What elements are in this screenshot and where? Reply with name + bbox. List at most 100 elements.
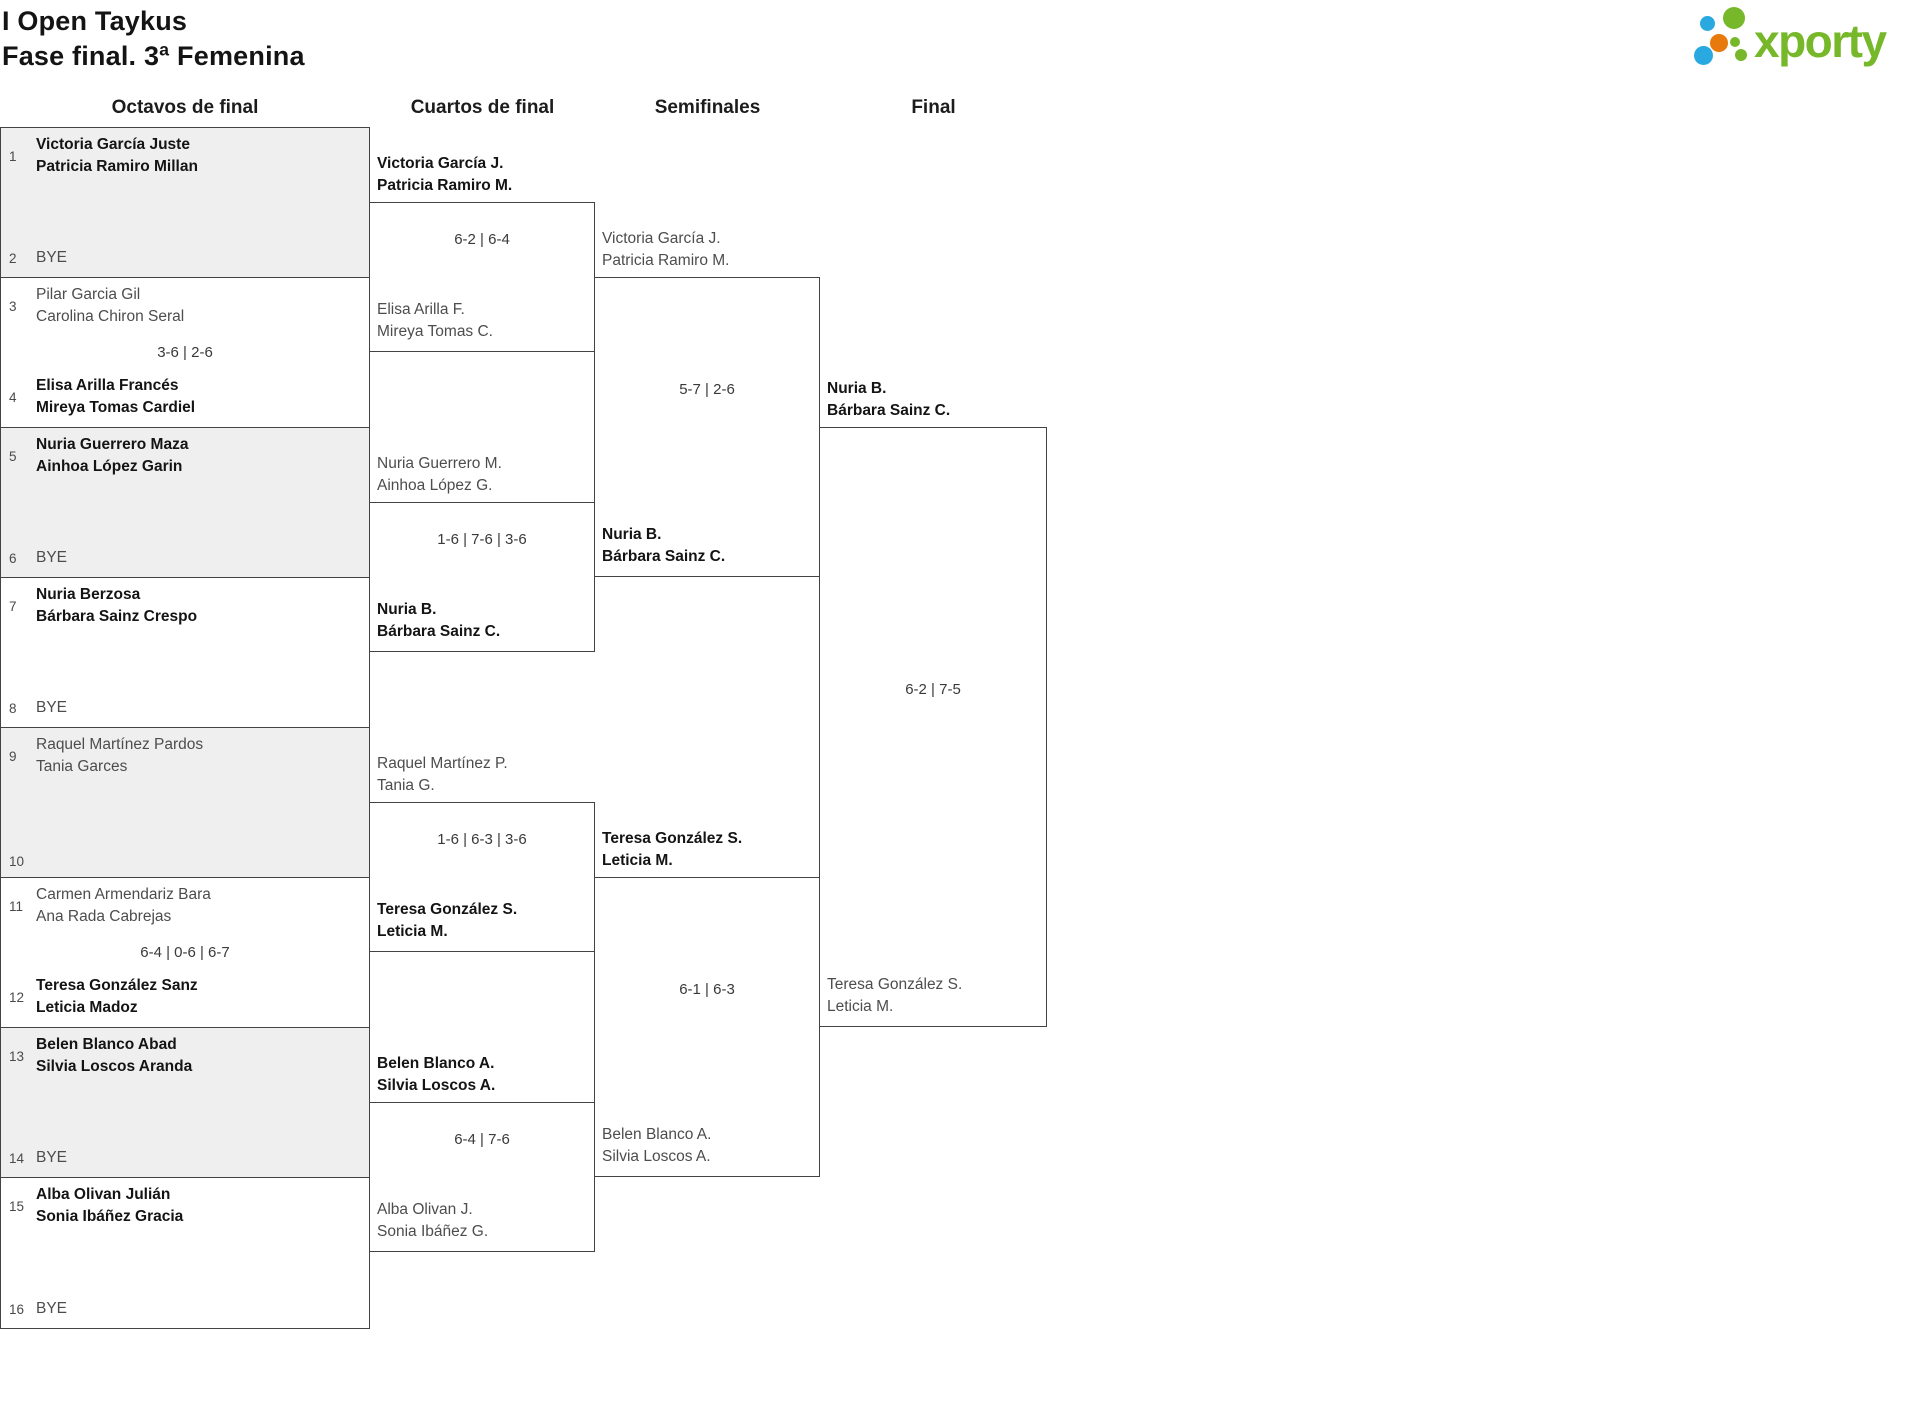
match-score: 6-1 | 6-3 <box>679 981 735 998</box>
seed-number: 3 <box>9 298 17 314</box>
seed-number: 7 <box>9 598 17 614</box>
bracket-slot-13: 13 Belen Blanco Abad Silvia Loscos Arand… <box>9 1034 365 1078</box>
seed-number: 10 <box>9 854 25 869</box>
r16-match-7: 13 Belen Blanco Abad Silvia Loscos Arand… <box>1 1028 369 1178</box>
bracket-slot-7: 7 Nuria Berzosa Bárbara Sainz Crespo <box>9 584 365 628</box>
match-score: 1-6 | 6-3 | 3-6 <box>437 831 527 848</box>
round-header-final: Final <box>911 97 956 118</box>
seed-number: 11 <box>9 898 24 914</box>
seed-number: 14 <box>9 1150 25 1166</box>
logo-dot-icon <box>1710 34 1728 52</box>
r16-match-6: 11 Carmen Armendariz Bara Ana Rada Cabre… <box>1 878 369 1028</box>
bracket-slot-11: 11 Carmen Armendariz Bara Ana Rada Cabre… <box>9 884 365 928</box>
logo-dot-icon <box>1694 46 1713 65</box>
r16-match-1: 1 Victoria García Juste Patricia Ramiro … <box>1 128 369 278</box>
r16-match-8: 15 Alba Olivan Julián Sonia Ibáñez Graci… <box>1 1178 369 1328</box>
team-entry: Nuria Guerrero M. Ainhoa López G. <box>377 455 502 494</box>
bracket-slot-12: 12 Teresa González Sanz Leticia Madoz <box>9 975 365 1019</box>
round-header-octavos: Octavos de final <box>111 97 259 118</box>
match-score: 1-6 | 7-6 | 3-6 <box>437 531 527 548</box>
team-entry: Raquel Martínez P. Tania G. <box>377 755 508 794</box>
team-entry: Nuria Guerrero Maza Ainhoa López Garin <box>36 436 189 475</box>
qf-match-3: Raquel Martínez P. Tania G. 1-6 | 6-3 | … <box>369 755 595 952</box>
qf-match-1: Victoria García J. Patricia Ramiro M. 6-… <box>369 155 595 352</box>
bracket-slot-10: 10 <box>9 854 365 869</box>
team-entry: Victoria García Juste Patricia Ramiro Mi… <box>36 136 198 175</box>
logo-dot-icon <box>1723 7 1745 29</box>
team-entry: Belen Blanco A. Silvia Loscos A. <box>377 1055 496 1094</box>
xporty-logo: xporty <box>1690 2 1920 80</box>
team-entry: BYE <box>36 699 68 716</box>
match-score: 6-4 | 7-6 <box>454 1131 510 1148</box>
team-entry: Nuria B. Bárbara Sainz C. <box>602 526 726 565</box>
team-entry: Belen Blanco A. Silvia Loscos A. <box>602 1126 712 1165</box>
qf-match-2: Nuria Guerrero M. Ainhoa López G. 1-6 | … <box>369 455 595 652</box>
team-entry: Victoria García J. Patricia Ramiro M. <box>377 155 513 194</box>
bracket-slot-9: 9 Raquel Martínez Pardos Tania Garces <box>9 734 365 778</box>
bracket-slot-1: 1 Victoria García Juste Patricia Ramiro … <box>9 134 365 178</box>
seed-number: 15 <box>9 1198 25 1214</box>
seed-number: 2 <box>9 250 17 266</box>
team-entry: Pilar Garcia Gil Carolina Chiron Seral <box>36 286 185 325</box>
bracket-slot-4: 4 Elisa Arilla Francés Mireya Tomas Card… <box>9 375 365 419</box>
match-score: 3-6 | 2-6 <box>157 343 213 361</box>
final-match: Nuria B. Bárbara Sainz C. 6-2 | 7-5 Tere… <box>819 380 1047 1027</box>
r16-match-3: 5 Nuria Guerrero Maza Ainhoa López Garin… <box>1 428 369 578</box>
bracket-slot-3: 3 Pilar Garcia Gil Carolina Chiron Seral <box>9 284 365 328</box>
qf-match-4: Belen Blanco A. Silvia Loscos A. 6-4 | 7… <box>369 1055 595 1252</box>
team-entry: Teresa González S. Leticia M. <box>602 830 743 869</box>
logo-brand-text: xporty <box>1754 15 1887 67</box>
seed-number: 5 <box>9 448 17 464</box>
team-entry: Nuria Berzosa Bárbara Sainz Crespo <box>36 586 198 625</box>
match-score: 6-4 | 0-6 | 6-7 <box>140 943 230 961</box>
team-entry: Teresa González Sanz Leticia Madoz <box>36 977 198 1016</box>
team-entry: Alba Olivan J. Sonia Ibáñez G. <box>377 1201 489 1240</box>
phase-category: Fase final. 3ª Femenina <box>2 41 305 71</box>
round-header-semifinales: Semifinales <box>654 97 761 118</box>
seed-number: 4 <box>9 389 17 405</box>
sf-match-2: Teresa González S. Leticia M. 6-1 | 6-3 … <box>594 830 820 1177</box>
round16-column: 1 Victoria García Juste Patricia Ramiro … <box>0 127 370 1329</box>
logo-dot-icon <box>1735 49 1747 61</box>
team-entry: Teresa González S. Leticia M. <box>827 976 963 1015</box>
team-entry: Nuria B. Bárbara Sainz C. <box>377 601 501 640</box>
team-entry: BYE <box>36 1149 68 1166</box>
bracket-slot-5: 5 Nuria Guerrero Maza Ainhoa López Garin <box>9 434 365 478</box>
team-entry: Nuria B. Bárbara Sainz C. <box>827 380 951 419</box>
logo-dot-icon <box>1730 37 1740 47</box>
team-entry: Victoria García J. Patricia Ramiro M. <box>602 230 730 269</box>
tournament-name: I Open Taykus <box>2 6 188 36</box>
round-header-cuartos: Cuartos de final <box>410 97 555 118</box>
team-entry: BYE <box>36 249 68 266</box>
r16-match-4: 7 Nuria Berzosa Bárbara Sainz Crespo 8 B… <box>1 578 369 728</box>
bracket-slot-15: 15 Alba Olivan Julián Sonia Ibáñez Graci… <box>9 1184 365 1228</box>
seed-number: 12 <box>9 989 25 1005</box>
r16-match-5: 9 Raquel Martínez Pardos Tania Garces 10 <box>1 728 369 878</box>
r16-match-2: 3 Pilar Garcia Gil Carolina Chiron Seral… <box>1 278 369 428</box>
sf-match-1: Victoria García J. Patricia Ramiro M. 5-… <box>594 230 820 577</box>
team-entry: Raquel Martínez Pardos Tania Garces <box>36 736 204 775</box>
team-entry: Elisa Arilla Francés Mireya Tomas Cardie… <box>36 377 196 416</box>
match-score: 6-2 | 6-4 <box>454 231 510 248</box>
seed-number: 8 <box>9 700 17 716</box>
team-entry: BYE <box>36 549 68 566</box>
bracket-slot-8: 8 BYE <box>9 697 365 719</box>
bracket-slot-6: 6 BYE <box>9 547 365 569</box>
seed-number: 9 <box>9 748 17 764</box>
bracket-slot-2: 2 BYE <box>9 247 365 269</box>
page-title: I Open Taykus Fase final. 3ª Femenina <box>2 4 305 74</box>
team-entry: Carmen Armendariz Bara Ana Rada Cabrejas <box>36 886 211 925</box>
team-entry: Elisa Arilla F. Mireya Tomas C. <box>377 301 493 340</box>
team-entry: Belen Blanco Abad Silvia Loscos Aranda <box>36 1036 193 1075</box>
team-entry: Alba Olivan Julián Sonia Ibáñez Gracia <box>36 1186 184 1225</box>
bracket-slot-14: 14 BYE <box>9 1147 365 1169</box>
team-entry: Teresa González S. Leticia M. <box>377 901 518 940</box>
match-score: 6-2 | 7-5 <box>905 681 961 698</box>
seed-number: 16 <box>9 1301 25 1317</box>
team-entry: BYE <box>36 1300 68 1317</box>
seed-number: 13 <box>9 1048 25 1064</box>
seed-number: 1 <box>9 148 17 164</box>
bracket-slot-16: 16 BYE <box>9 1298 365 1320</box>
match-score: 5-7 | 2-6 <box>679 381 735 398</box>
